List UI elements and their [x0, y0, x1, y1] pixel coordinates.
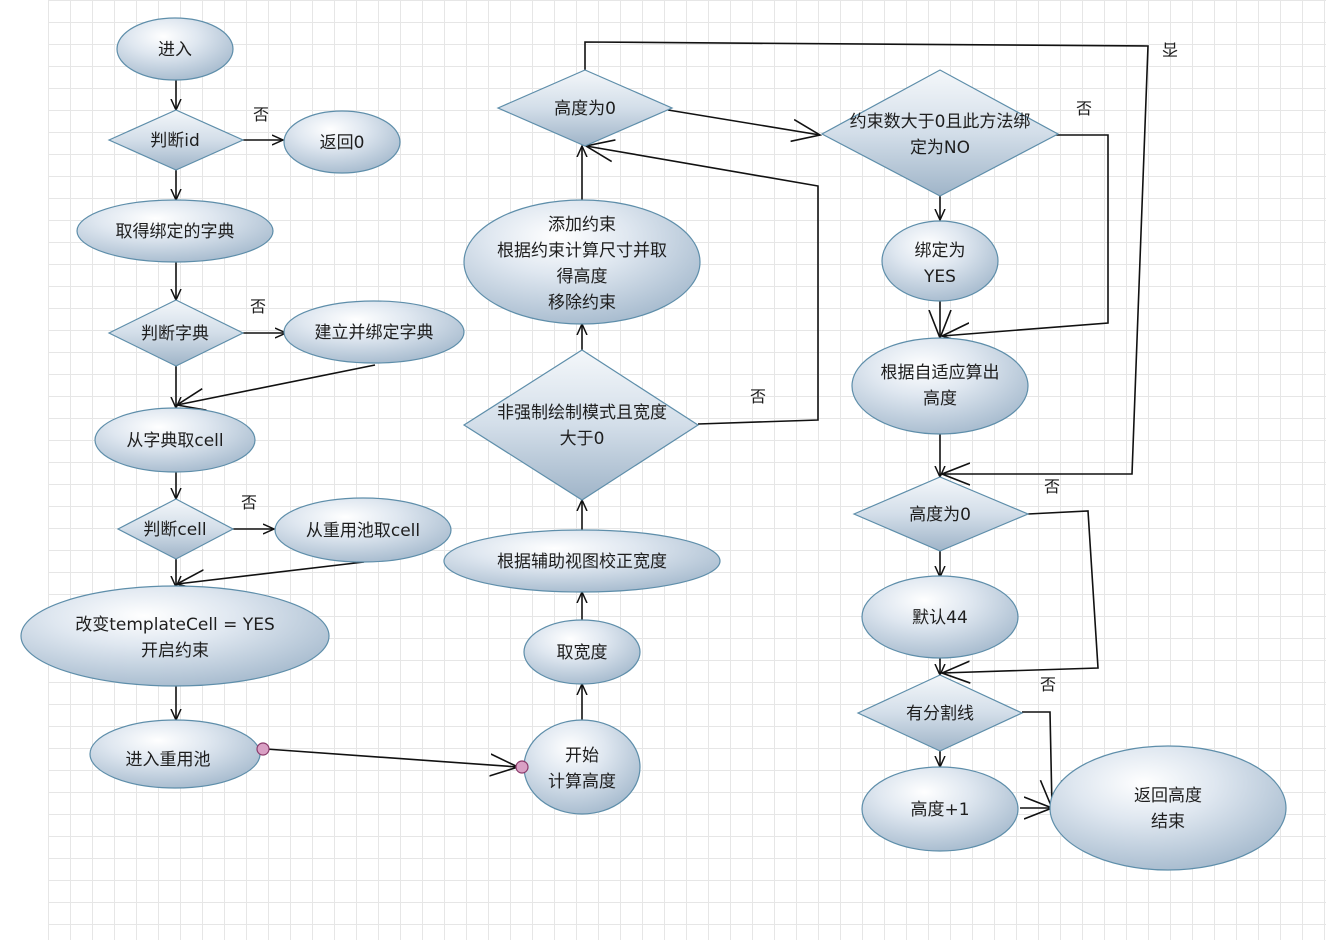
- label-no-heightzero-right: 否: [1044, 477, 1060, 496]
- edge-constraintcount-no-autoheight: [942, 134, 1109, 336]
- node-check-cell-label: 判断cell: [143, 520, 206, 540]
- edge-poolcell-template: [177, 561, 365, 584]
- nodes: 进入 判断id 返回0 取得绑定的字典 判断字典 建立并绑定字典 从字典取cel…: [20, 17, 1287, 871]
- node-check-id[interactable]: [107, 109, 245, 171]
- node-return-zero-label: 返回0: [320, 133, 365, 153]
- node-default-44-label: 默认44: [912, 608, 968, 628]
- node-start[interactable]: [523, 719, 641, 815]
- node-enter-pool-label: 进入重用池: [126, 750, 211, 770]
- connector-port-out[interactable]: [256, 742, 270, 756]
- node-create-dict-label: 建立并绑定字典: [315, 323, 434, 343]
- edge-enterpool-start: [265, 748, 518, 767]
- node-add-constraint-label-3: 得高度: [557, 267, 608, 287]
- left-margin: [0, 0, 48, 940]
- edge-nonforce-no-heightzero: [586, 146, 819, 425]
- node-start-label-1: 开始: [565, 746, 599, 766]
- node-height-plus-one[interactable]: [861, 766, 1019, 852]
- label-no-nonforce: 否: [750, 387, 766, 406]
- node-fix-width-label: 根据辅助视图校正宽度: [497, 552, 667, 572]
- node-height-zero-top[interactable]: [496, 69, 674, 147]
- node-height-plus-one-label: 高度+1: [910, 800, 969, 820]
- node-dict-cell[interactable]: [94, 407, 256, 473]
- node-start-label-2: 计算高度: [548, 772, 616, 792]
- node-get-width[interactable]: [523, 619, 641, 685]
- connector-port-in[interactable]: [515, 760, 529, 774]
- label-no-checkdict: 否: [250, 297, 266, 316]
- node-nonforce[interactable]: [462, 349, 700, 501]
- node-has-separator[interactable]: [856, 674, 1024, 752]
- node-nonforce-label-2: 大于0: [560, 429, 605, 449]
- edge-heightzero-no-right: [584, 41, 1149, 474]
- label-no-checkcell: 否: [241, 493, 257, 512]
- label-no-heightzero-top: 否: [1162, 40, 1178, 59]
- node-check-cell[interactable]: [116, 498, 235, 560]
- node-return-height-label-2: 结束: [1151, 812, 1185, 832]
- node-check-dict[interactable]: [107, 299, 245, 367]
- edge-heightzero-constraintcount: [667, 109, 820, 135]
- edge-heightzero-no-separator: [942, 510, 1099, 673]
- node-get-dict-label: 取得绑定的字典: [116, 222, 235, 242]
- node-pool-cell[interactable]: [274, 497, 452, 563]
- node-dict-cell-label: 从字典取cell: [126, 431, 223, 451]
- node-return-zero[interactable]: [283, 110, 401, 174]
- node-enter-label: 进入: [158, 40, 192, 60]
- node-auto-height-label-2: 高度: [923, 389, 957, 409]
- node-check-id-label: 判断id: [150, 131, 200, 151]
- node-add-constraint[interactable]: [463, 199, 701, 325]
- node-bind-yes-label-2: YES: [923, 267, 956, 287]
- label-no-checkid: 否: [253, 105, 269, 124]
- node-nonforce-label-1: 非强制绘制模式且宽度: [497, 403, 667, 423]
- node-template-label-2: 开启约束: [141, 641, 209, 661]
- node-has-separator-label: 有分割线: [906, 704, 974, 724]
- node-auto-height-label-1: 根据自适应算出: [881, 363, 1000, 383]
- node-get-width-label: 取宽度: [557, 643, 608, 663]
- node-enter[interactable]: [116, 17, 234, 81]
- node-return-height-label-1: 返回高度: [1134, 786, 1202, 806]
- node-pool-cell-label: 从重用池取cell: [306, 521, 420, 541]
- node-add-constraint-label-4: 移除约束: [548, 293, 616, 313]
- node-constraint-count[interactable]: [820, 69, 1060, 197]
- label-no-separator: 否: [1040, 675, 1056, 694]
- node-default-44[interactable]: [861, 575, 1019, 659]
- node-add-constraint-label-2: 根据约束计算尺寸并取: [497, 241, 667, 261]
- node-fix-width[interactable]: [443, 529, 721, 593]
- node-return-height[interactable]: [1049, 745, 1287, 871]
- node-auto-height[interactable]: [851, 337, 1029, 435]
- node-bind-yes[interactable]: [881, 220, 999, 302]
- node-check-dict-label: 判断字典: [141, 324, 209, 344]
- node-height-zero-right[interactable]: [852, 476, 1030, 552]
- node-create-dict[interactable]: [283, 300, 465, 364]
- label-no-constraintcount: 否: [1076, 99, 1092, 118]
- node-bind-yes-label-1: 绑定为: [915, 241, 966, 261]
- node-height-zero-right-label: 高度为0: [909, 505, 971, 525]
- node-constraint-count-label-1: 约束数大于0且此方法绑: [850, 112, 1031, 132]
- node-template[interactable]: [20, 585, 330, 687]
- node-add-constraint-label-1: 添加约束: [548, 215, 616, 235]
- edge-separator-no-returnheight: [1022, 711, 1052, 808]
- node-get-dict[interactable]: [76, 199, 274, 263]
- node-template-label-1: 改变templateCell = YES: [75, 615, 274, 635]
- edge-createdict-dictcell: [177, 364, 376, 405]
- edge-labels: 否 否 否 否 否 否 否 否: [241, 40, 1178, 694]
- node-height-zero-top-label: 高度为0: [554, 99, 616, 119]
- edges: [176, 41, 1149, 808]
- node-constraint-count-label-2: 定为NO: [910, 138, 970, 158]
